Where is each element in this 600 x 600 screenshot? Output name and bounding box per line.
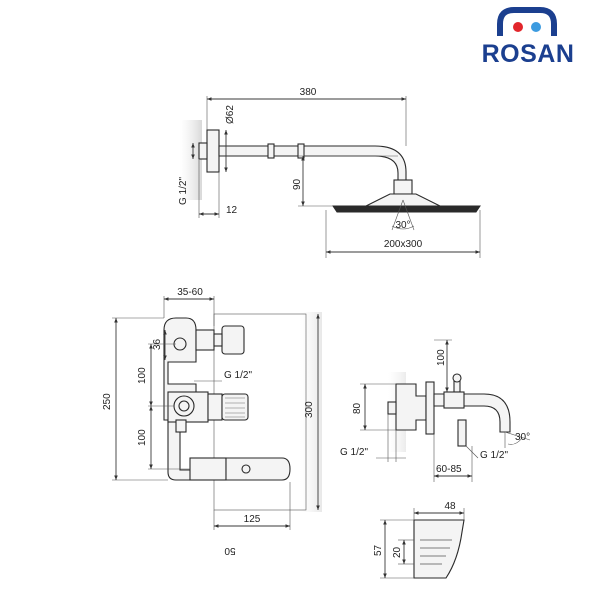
shower-head-drawing: 380 Ø62 G 1/2" 12 90 30° 200x300 [178,87,481,258]
dim-spout-projection: 60-85 [436,464,462,475]
mixer-handle [221,393,249,421]
logo-red-dot [513,22,523,32]
spout-detail-body [413,519,465,579]
diverter-stem [195,329,215,351]
spout-detail-drawing: 48 57 20 [373,501,465,579]
arm-ring-2 [297,143,305,159]
dim-total-height: 250 [102,393,113,410]
spout-escutcheon [425,381,435,435]
dim-head-size: 200x300 [384,239,423,250]
dim-spout-body-height: 80 [352,402,363,414]
dim-detail-height: 57 [373,544,384,556]
dim-drop-height: 90 [292,178,303,190]
arm-ring [267,143,275,159]
outlet-stem [189,457,227,481]
head-connector [393,179,413,195]
inlet-nipple [198,142,208,160]
dim-wall-gap: 12 [226,205,238,216]
concealed-mixer-drawing: 35-60 36 G 1/2" 100 100 250 300 125 50 [102,287,322,556]
dim-flange-diameter: Ø62 [225,105,236,124]
shower-arm [218,145,407,181]
dim-380-label: 380 [300,87,317,98]
wall-shade [180,120,202,200]
dim-upper-spacing: 100 [137,367,148,384]
spout-lever [457,419,467,447]
dim-cut-dimension: 50 [224,545,236,556]
dim-spout-inlet-right: G 1/2" [480,450,508,461]
logo-arc [497,7,557,36]
logo-blue-dot [531,22,541,32]
wall-flange [206,129,220,173]
outlet-hole [241,464,251,474]
dim-spout-spray-angle: 30° [515,432,530,443]
brand-logo: ROSAN [482,7,575,68]
dim-plate-height: 300 [304,401,315,418]
dim-spout-inlet-left: G 1/2" [340,447,368,458]
dim-body-depth: 35-60 [177,287,203,298]
bath-spout-drawing: 100 80 G 1/2" 60-85 G 1/2" 30° [340,339,530,482]
dim-lower-spacing: 100 [137,429,148,446]
spout-collar [443,391,465,409]
valve-stub [175,419,187,433]
dim-detail-width: 48 [444,501,456,512]
dim-shower-inlet-thread: G 1/2" [178,177,189,205]
dim-plate-width: 125 [244,514,261,525]
spout-diverter-knob [452,373,462,383]
dim-mixer-inlet-thread: G 1/2" [224,370,252,381]
logo-wordmark: ROSAN [482,40,575,68]
dim-head-spray-angle: 30° [395,220,410,231]
outlet-spout [225,457,291,481]
dim-detail-outlet-height: 20 [392,546,403,558]
mixer-stem [207,393,223,421]
dim-spout-top-height: 100 [436,349,447,366]
diverter-knob [221,325,245,355]
spout-wall-box [395,383,427,431]
